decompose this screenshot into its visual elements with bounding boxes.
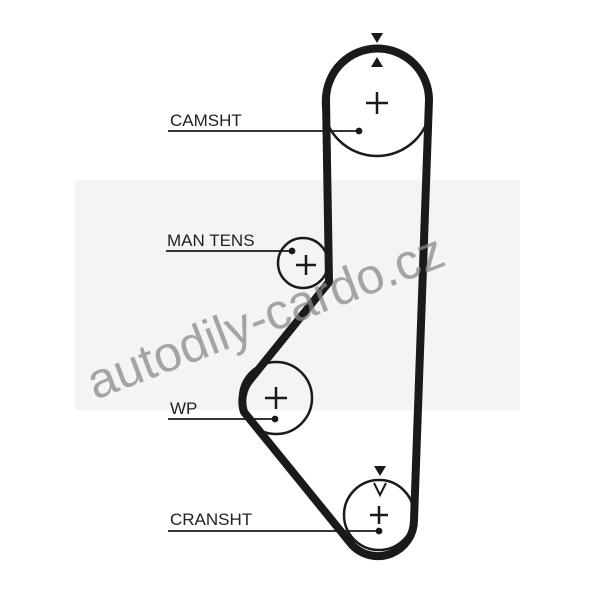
camshaft-leader-dot bbox=[355, 127, 363, 135]
timing-belt bbox=[238, 44, 433, 561]
crankshaft-center-cross bbox=[370, 506, 388, 524]
water-pump-leader-dot bbox=[271, 415, 279, 423]
crankshaft-label: CRANSHT bbox=[170, 510, 252, 529]
water-pump-label: WP bbox=[170, 399, 197, 418]
tensioner-leader-dot bbox=[288, 247, 296, 255]
camshaft-center-cross bbox=[366, 92, 388, 114]
tensioner-label: MAN TENS bbox=[167, 231, 255, 250]
camshaft-label: CAMSHT bbox=[170, 111, 242, 130]
crankshaft-timing-mark-icon bbox=[374, 466, 386, 476]
background-panel bbox=[75, 180, 520, 410]
camshaft-timing-mark-top-icon bbox=[371, 33, 383, 43]
tensioner-center-cross bbox=[296, 255, 316, 275]
crankshaft-leader-dot bbox=[375, 527, 383, 535]
camshaft-timing-mark-bottom-icon bbox=[371, 57, 383, 67]
water-pump-center-cross bbox=[265, 387, 287, 409]
crankshaft-notch-icon bbox=[373, 482, 387, 498]
